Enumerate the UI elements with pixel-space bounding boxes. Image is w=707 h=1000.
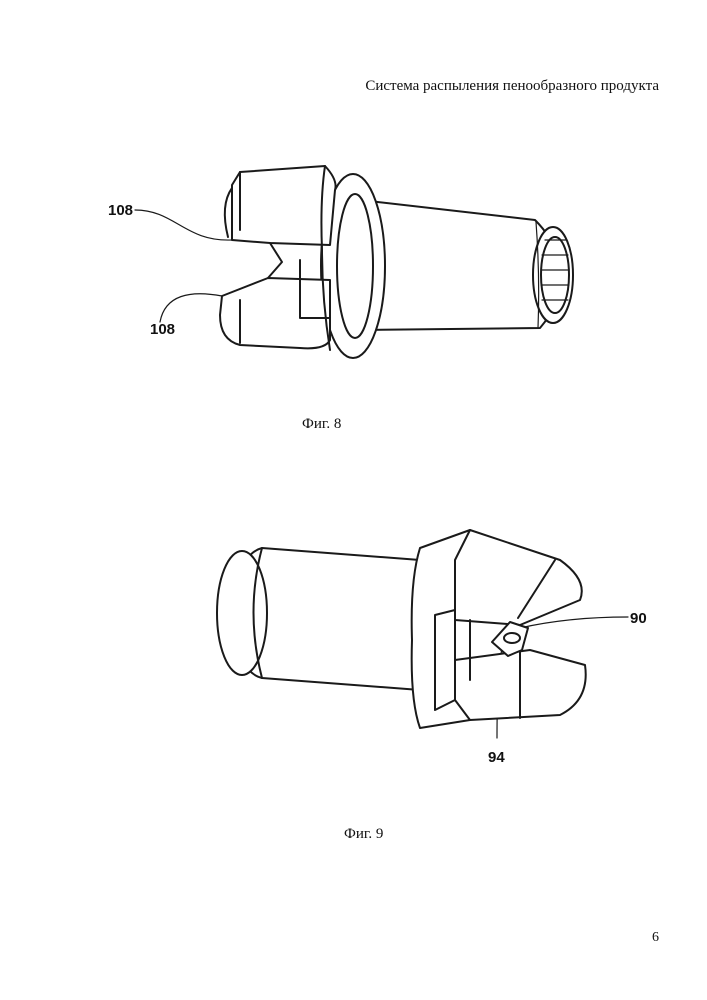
split-head-top-jaw	[455, 530, 582, 625]
figure-9-drawing: 90 94	[0, 520, 707, 780]
ref-label-108-bottom: 108	[150, 321, 175, 338]
split-head-lower	[220, 278, 330, 348]
figure-8-caption: Фиг. 8	[302, 416, 341, 433]
page-number: 6	[652, 930, 659, 946]
figure-9-caption: Фиг. 9	[344, 826, 383, 843]
tube-body	[360, 200, 560, 330]
ref-label-94: 94	[488, 749, 505, 766]
split-head-upper	[232, 166, 336, 245]
document-title: Система распыления пенообразного продукт…	[365, 78, 659, 95]
ref-label-108-top: 108	[108, 202, 133, 219]
figure-8-drawing: 108 108	[0, 150, 707, 400]
leader-line-108-bottom	[160, 294, 222, 322]
leader-line-108-top	[135, 210, 232, 240]
cylinder-end-cap	[217, 551, 267, 675]
ref-label-90: 90	[630, 610, 647, 627]
